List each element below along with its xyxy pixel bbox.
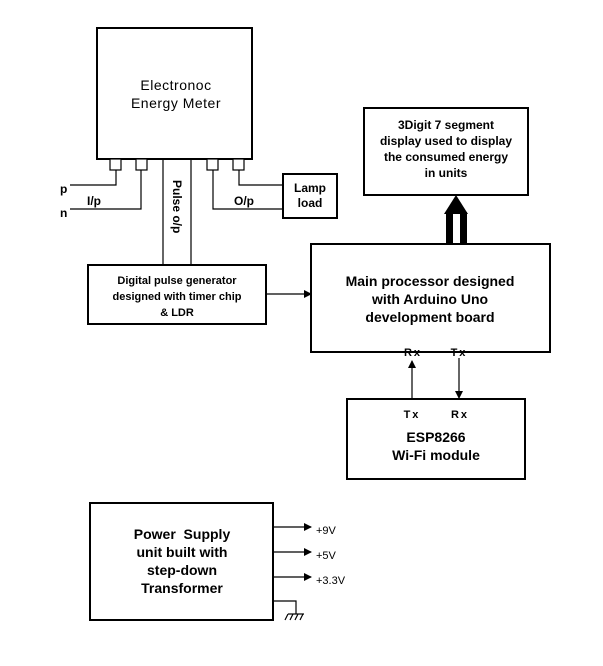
main-processor-line-3: development board [365,309,494,325]
supply-output-5v-label: +5V [316,550,337,562]
supply-output-5v: +5V [273,548,337,562]
esp-rx-label: Rx [451,409,469,421]
neutral-label: n [60,206,67,220]
pulse-generator-block: Digital pulse generator designed with ti… [87,264,267,325]
main-processor-line-1: Main processor designed [346,273,515,289]
lamp-load-block: Lamp load [282,173,338,219]
pulse-generator-line-3: & LDR [160,307,194,319]
power-supply-line-2: unit built with [137,544,228,560]
pulse-output-channel [162,159,192,265]
esp8266-line-1: ESP8266 [406,429,465,445]
input-wiring [70,170,142,210]
pulse-generator-line-1: Digital pulse generator [117,275,237,287]
meter-terminal-3 [206,158,219,171]
pulse-output-label: Pulse o/p [170,180,184,233]
display-line-3: the consumed energy [384,150,508,164]
display-block: 3Digit 7 segment display used to display… [363,107,529,196]
ground-icon [273,600,304,621]
supply-output-3v3: +3.3V [273,573,346,587]
phase-label: p [60,182,67,196]
display-line-2: display used to display [380,134,512,148]
power-supply-line-1: Power Supply [134,526,231,542]
energy-meter-line-1: Electronoc [140,77,211,93]
supply-output-3v3-label: +3.3V [316,575,346,587]
power-supply-block: Power Supply unit built with step-down T… [89,502,274,621]
main-processor-line-2: with Arduino Uno [371,291,488,307]
esp-tx-label: Tx [404,409,421,421]
arduino-tx-label: Tx [451,347,468,359]
energy-meter-block: Electronoc Energy Meter [96,27,253,171]
lamp-load-line-2: load [298,196,323,210]
power-supply-line-4: Transformer [141,580,223,596]
lamp-load-line-1: Lamp [294,181,326,195]
meter-terminal-1 [109,158,122,171]
power-supply-line-3: step-down [147,562,217,578]
main-processor-block: Main processor designed with Arduino Uno… [310,243,551,353]
supply-output-9v: +9V [273,523,337,537]
esp8266-block: Tx Rx ESP8266 Wi-Fi module [346,398,526,480]
processor-to-display-arrow [444,195,468,244]
pulse-generator-line-2: designed with timer chip [113,291,242,303]
meter-terminal-4 [232,158,245,171]
supply-output-9v-label: +9V [316,525,337,537]
arduino-rx-label: Rx [404,347,422,359]
output-wiring [212,170,282,210]
esp8266-line-2: Wi-Fi module [392,447,480,463]
input-label: I/p [87,194,101,208]
display-line-1: 3Digit 7 segment [398,118,494,132]
meter-terminal-2 [135,158,148,171]
output-label: O/p [234,194,254,208]
display-line-4: in units [425,166,468,180]
energy-meter-line-2: Energy Meter [131,95,221,111]
